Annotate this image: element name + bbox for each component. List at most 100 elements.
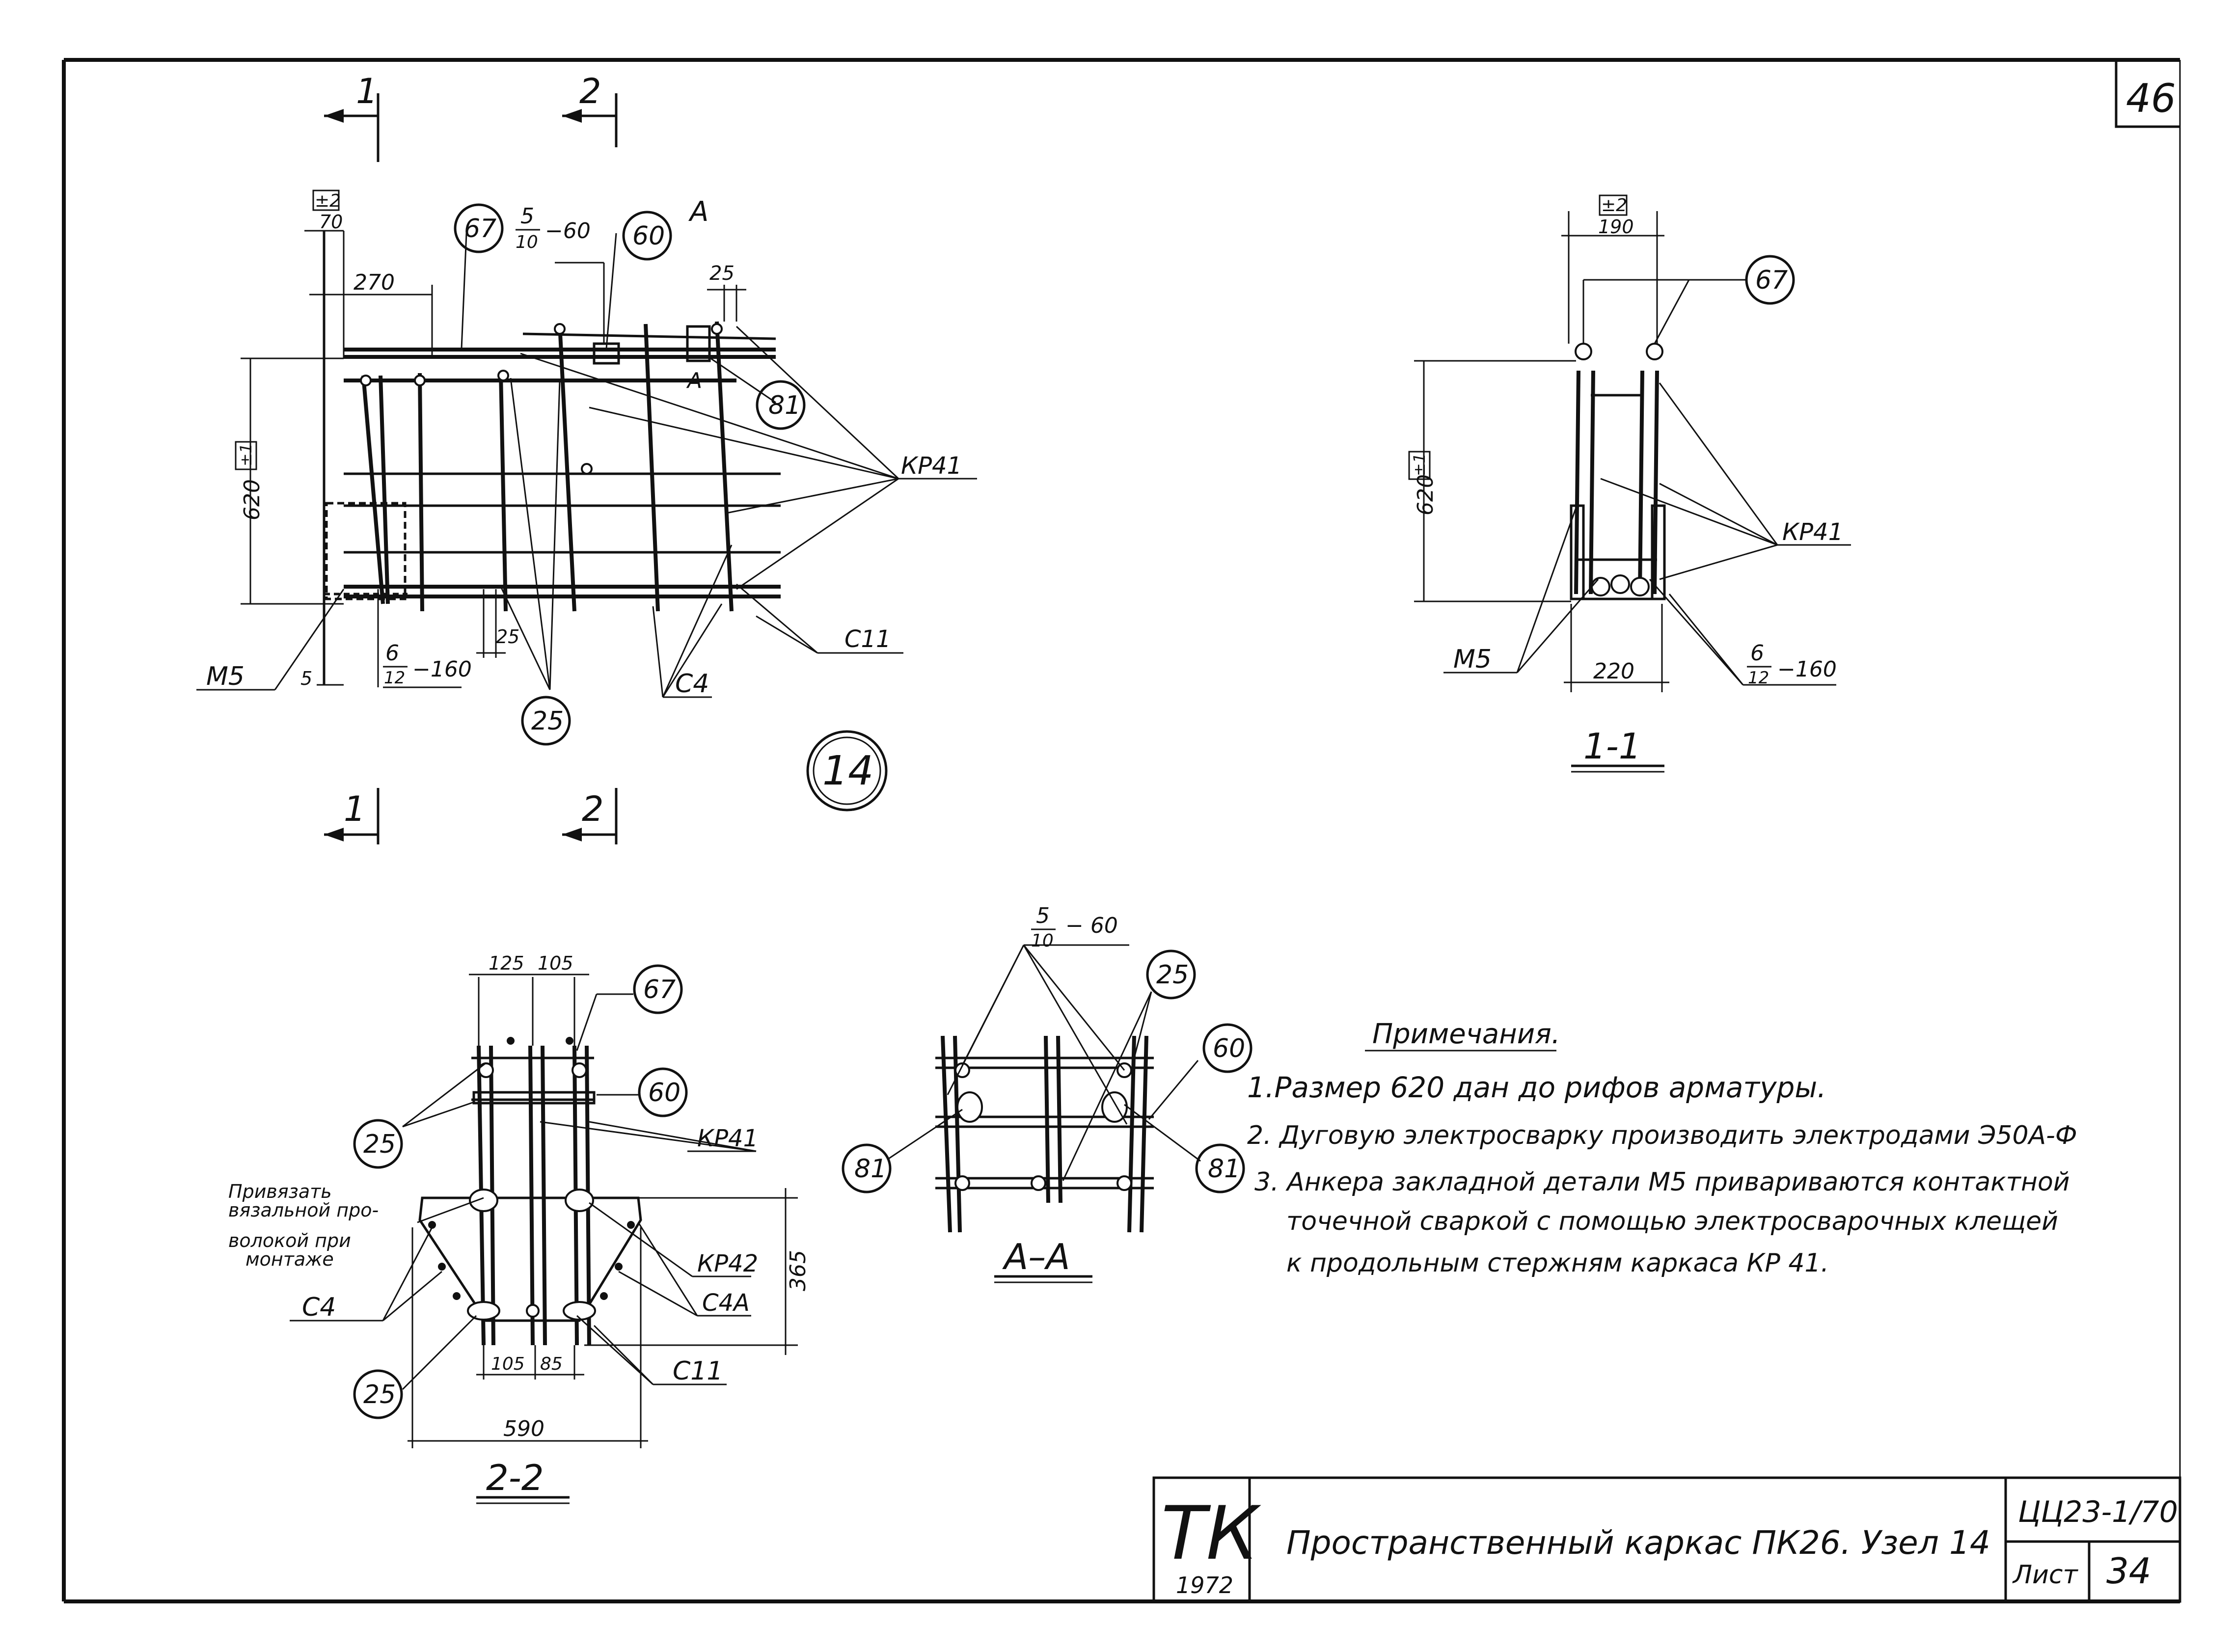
section-marker-2-top: [562, 93, 618, 147]
title-block-series: ЦЦ23-1/70: [2018, 1495, 2178, 1529]
section-1-1-view: [1414, 211, 1851, 773]
section11-dim-220: 220: [1593, 659, 1634, 684]
elevation-dim-5: 5: [300, 668, 312, 689]
section22-dim-85: 85: [540, 1354, 563, 1374]
elevation-section-mark-a: A: [688, 196, 708, 228]
section11-title: 1-1: [1583, 726, 1641, 767]
section-mark-2-bottom: 2: [582, 789, 604, 829]
node-number-circle: [806, 730, 888, 812]
elevation-callout-67: [454, 203, 504, 253]
elevation-callout-60: [622, 211, 672, 261]
section22-callout-25-top: [353, 1119, 403, 1169]
elevation-dim-270: 270: [354, 270, 395, 295]
elevation-callout-25-label: 25: [531, 706, 564, 736]
sectionaa-callout-25-label: 25: [1156, 960, 1189, 990]
section22-tie-note-line1: Привязать: [228, 1181, 332, 1202]
section22-tie-note-line3: волокой при: [228, 1230, 351, 1251]
title-block-year: 1972: [1176, 1572, 1233, 1598]
notes-item-1: 1.Размер 620 дан до рифов арматуры.: [1247, 1071, 1826, 1104]
elevation-pitch2-num: 6: [385, 641, 399, 666]
sectionaa-title: А–А: [1002, 1236, 1070, 1277]
section11-dim-190: 190: [1598, 216, 1634, 238]
section22-callout-25-bottom-label: 25: [363, 1380, 396, 1409]
section22-callout-60: [638, 1067, 688, 1117]
section-mark-2-top: 2: [579, 71, 601, 111]
section22-dim-125: 125: [489, 952, 524, 974]
sectionaa-callout-81-right: [1195, 1143, 1245, 1193]
sectionaa-callout-81-right-label: 81: [1208, 1154, 1240, 1184]
notes-item-3-cont2: к продольным стержням каркаса КР 41.: [1286, 1248, 1829, 1278]
title-block-sheet-number: 34: [2106, 1550, 2151, 1592]
section11-callout-67-label: 67: [1755, 266, 1788, 295]
section22-dim-590: 590: [503, 1416, 544, 1441]
section22-label-c4: С4: [302, 1293, 336, 1322]
section22-label-c11: С11: [673, 1356, 723, 1386]
elevation-label-c4: С4: [675, 669, 709, 699]
section11-pitch-num: 6: [1750, 641, 1764, 666]
section22-tie-note-line4: монтаже: [245, 1248, 334, 1270]
elevation-pitch1-den: 10: [516, 232, 538, 252]
section11-label-m5: М5: [1453, 645, 1492, 674]
elevation-view: 1 2 1 2: [196, 71, 977, 844]
elevation-tolerance-top: ±2: [315, 191, 341, 211]
section-marker-1-bottom: [324, 788, 380, 844]
elevation-pitch2-val: −160: [412, 657, 472, 682]
section22-tie-note-line2: вязальной про-: [228, 1199, 379, 1221]
section11-pitch-den: 12: [1748, 668, 1769, 688]
sectionaa-callout-81-left-label: 81: [854, 1154, 887, 1184]
section22-callout-60-label: 60: [648, 1078, 680, 1108]
sectionaa-callout-60-label: 60: [1213, 1034, 1245, 1063]
section22-label-kp41: КР41: [697, 1125, 758, 1152]
section22-dim-105-bottom: 105: [491, 1354, 525, 1374]
elevation-label-m5: М5: [206, 662, 245, 691]
sheet-frame: [62, 58, 2181, 1603]
title-block-org: ТК: [1161, 1491, 1261, 1576]
elevation-dim-25-bottom: 25: [496, 626, 519, 648]
section22-callout-67-label: 67: [643, 975, 676, 1004]
sectionaa-pitch-den: 10: [1031, 931, 1054, 951]
section-marker-2-bottom: [562, 788, 618, 844]
title-block-title: Пространственный каркас ПК26. Узел 14: [1286, 1524, 1990, 1562]
sectionaa-callout-60: [1202, 1023, 1252, 1073]
node-number: 14: [822, 748, 873, 794]
elevation-callout-25: [521, 696, 571, 746]
elevation-callout-81-label: 81: [768, 391, 801, 420]
section22-callout-25-top-label: 25: [363, 1130, 396, 1159]
section22-label-kp42: КР42: [697, 1250, 758, 1277]
title-block-sheet-label: Лист: [2012, 1560, 2078, 1590]
section11-tolerance-top: ±2: [1601, 195, 1627, 216]
sectionaa-callout-81-left: [842, 1143, 892, 1193]
section22-callout-25-bottom: [353, 1369, 403, 1419]
notes-item-3-cont1: точечной сваркой с помощью электросвароч…: [1286, 1207, 2058, 1236]
section22-title: 2-2: [486, 1457, 544, 1498]
elevation-callout-67-label: 67: [464, 214, 496, 244]
section22-callout-67: [633, 964, 683, 1014]
elevation-dim-70: 70: [319, 211, 343, 233]
corner-sheet-number: 46: [2126, 76, 2176, 121]
section11-pitch-val: −160: [1777, 657, 1837, 682]
elevation-tolerance-620: ±1: [237, 443, 255, 466]
elevation-callout-60-label: 60: [632, 221, 665, 251]
elevation-section-mark-a-lower: A: [686, 368, 702, 393]
sectionaa-pitch-val: − 60: [1065, 913, 1118, 938]
section11-tolerance-620: ±1: [1410, 453, 1429, 476]
elevation-dim-620: 620: [240, 479, 265, 520]
elevation-callout-81: [756, 380, 806, 430]
section-mark-1-top: 1: [356, 71, 378, 111]
notes-item-2: 2. Дуговую электросварку производить эле…: [1247, 1121, 2077, 1150]
notes-heading: Примечания.: [1372, 1018, 1560, 1050]
section22-label-c4a: С4А: [702, 1289, 750, 1317]
notes-item-3: 3. Анкера закладной детали М5 привариваю…: [1254, 1167, 2070, 1197]
elevation-pitch2-den: 12: [384, 668, 405, 688]
elevation-label-c11: С11: [844, 625, 891, 653]
section11-dim-620: 620: [1413, 474, 1438, 515]
section-2-2-view: [290, 974, 798, 1504]
section11-callout-67: [1745, 255, 1795, 305]
title-block: [1152, 1476, 2181, 1603]
elevation-dim-25-top: 25: [709, 262, 735, 285]
sectionaa-pitch-num: 5: [1036, 903, 1050, 928]
elevation-pitch1-val: −60: [545, 218, 591, 244]
section-a-a-view: [888, 944, 1201, 1283]
elevation-pitch1-num: 5: [520, 204, 534, 229]
